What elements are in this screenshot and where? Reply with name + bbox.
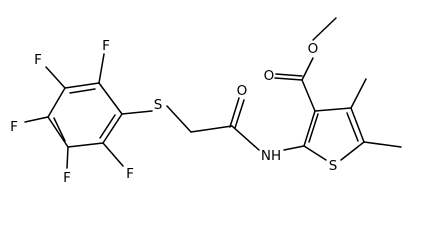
amine-label: NH (261, 148, 281, 164)
bond (312, 17, 337, 41)
molecule-diagram: F F F F F S O NH S O O (10, 17, 402, 186)
bond (24, 116, 49, 123)
bond (98, 53, 105, 84)
bond (301, 79, 316, 112)
fluorine-label: F (63, 170, 71, 186)
oxygen-label: O (308, 41, 319, 57)
sulfur-label: S (329, 158, 338, 174)
bond (303, 110, 316, 147)
bond (350, 107, 365, 143)
bond (99, 114, 116, 139)
bond (231, 125, 260, 151)
bond (69, 88, 96, 94)
bond (45, 66, 66, 89)
bond (363, 141, 402, 148)
bond (234, 99, 245, 129)
bond (350, 78, 367, 109)
atom-labels: F F F F F S O NH S O O (10, 38, 337, 186)
bond (314, 107, 352, 112)
oxygen-label: O (237, 83, 248, 99)
bond (102, 142, 124, 167)
bond (121, 110, 153, 115)
fluorine-label: F (10, 119, 18, 135)
bond (47, 87, 66, 118)
pentafluorophenyl-ring (47, 82, 123, 148)
fluorine-label: F (34, 52, 42, 68)
bond (98, 82, 123, 115)
bond (229, 97, 240, 128)
structure-canvas: F F F F F S O NH S O O (10, 17, 402, 186)
bond (340, 141, 365, 161)
bond (66, 146, 69, 169)
thiophene-ring (303, 107, 365, 161)
bond (346, 112, 359, 142)
fluorine-label: F (126, 166, 134, 182)
bond (166, 105, 192, 133)
bond (47, 116, 69, 148)
methyl-groups (350, 78, 402, 148)
thioacetamide-linker (121, 97, 305, 151)
bond (301, 57, 314, 81)
bond (303, 145, 327, 161)
fluorine-bonds (24, 53, 124, 169)
sulfur-label: S (154, 97, 163, 113)
bond (102, 113, 123, 144)
fluorine-label: F (102, 38, 110, 54)
bond (283, 145, 305, 151)
bond (53, 117, 66, 142)
methyl-ester (274, 17, 337, 112)
bond (308, 113, 319, 143)
bond (64, 82, 100, 89)
bond (67, 142, 104, 148)
bond (275, 73, 303, 77)
bond (190, 125, 233, 133)
oxygen-label: O (264, 68, 275, 84)
bond (274, 77, 303, 81)
